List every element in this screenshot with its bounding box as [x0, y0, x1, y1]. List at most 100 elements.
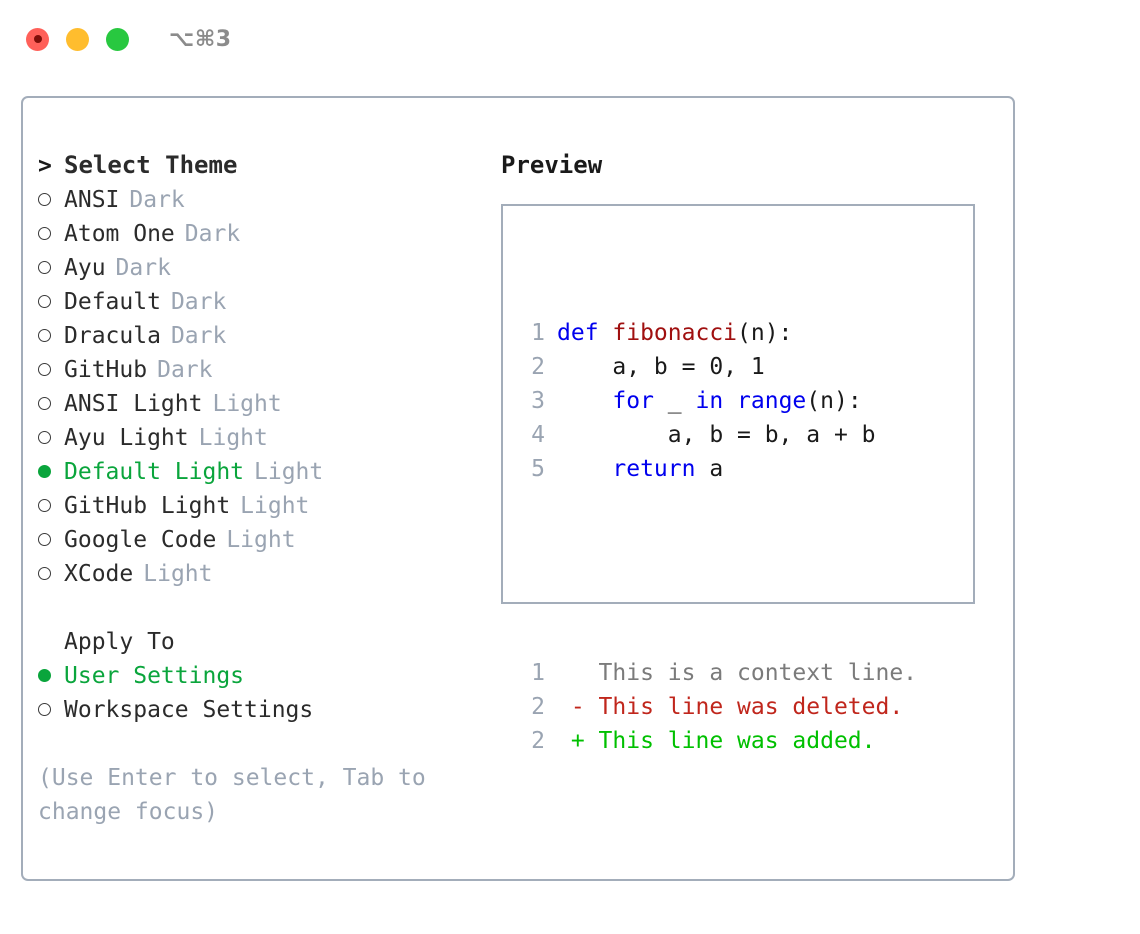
apply-to-item-label: User Settings	[64, 663, 245, 689]
code-token-fn: fibonacci	[612, 320, 738, 346]
theme-item-variant-tag: Dark	[170, 323, 227, 349]
radio-unselected-icon	[38, 227, 51, 240]
preview-title: Preview	[501, 151, 603, 179]
code-token-plain: a, b = b, a + b	[557, 422, 876, 448]
radio-unselected-icon	[38, 431, 51, 444]
theme-item-variant-tag: Light	[240, 493, 310, 519]
theme-item-variant-tag: Dark	[184, 221, 241, 247]
radio-unselected-icon	[38, 193, 51, 206]
code-line-text: a, b = b, a + b	[557, 418, 876, 452]
prompt-caret-icon: >	[38, 153, 52, 179]
theme-item-label: Google Code	[64, 527, 217, 553]
radio-marker	[38, 319, 64, 353]
theme-item-variant-tag: Light	[226, 527, 296, 553]
apply-to-item[interactable]: Workspace Settings	[38, 693, 498, 727]
radio-unselected-icon	[38, 567, 51, 580]
radio-marker	[38, 693, 64, 727]
theme-item-label: XCode	[64, 561, 134, 587]
radio-unselected-icon	[38, 329, 51, 342]
titlebar: ⌥⌘3	[0, 0, 1140, 78]
radio-marker	[38, 659, 64, 693]
code-token-plain: _	[653, 388, 696, 414]
apply-to-heading: Apply To	[64, 629, 175, 655]
radio-unselected-icon	[38, 703, 51, 716]
minimize-button-icon[interactable]	[66, 27, 89, 51]
theme-item-label: GitHub	[64, 357, 148, 383]
code-line-number: 2	[531, 354, 545, 380]
radio-marker	[38, 251, 64, 285]
theme-list-item[interactable]: Default Light Light	[38, 455, 498, 489]
diff-line-text: This is a context line.	[557, 660, 918, 686]
radio-unselected-icon	[38, 295, 51, 308]
diff-line-number: 2	[531, 694, 545, 720]
radio-marker	[38, 523, 64, 557]
radio-marker	[38, 421, 64, 455]
code-line-number: 5	[531, 456, 545, 482]
select-theme-heading-label: Select Theme	[64, 151, 238, 179]
theme-item-label: ANSI Light	[64, 391, 203, 417]
diff-line-text: + This line was added.	[557, 728, 876, 754]
diff-line-number: 2	[531, 728, 545, 754]
apply-to-item[interactable]: User Settings	[38, 659, 498, 693]
theme-list-item[interactable]: GitHub Light Light	[38, 489, 498, 523]
window-controls	[26, 27, 129, 51]
code-line: 2 a, b = 0, 1	[519, 350, 917, 384]
radio-unselected-icon	[38, 499, 51, 512]
diff-lines: 1 This is a context line. 2 - This line w…	[519, 656, 917, 758]
code-line: 5 return a	[519, 452, 917, 486]
theme-list-item[interactable]: Google Code Light	[38, 523, 498, 557]
diff-line-number: 1	[531, 660, 545, 686]
radio-marker	[38, 183, 64, 217]
radio-unselected-icon	[38, 533, 51, 546]
diff-line: 2 - This line was deleted.	[519, 690, 917, 724]
code-line-number: 1	[531, 320, 545, 346]
radio-marker	[38, 387, 64, 421]
theme-list-item[interactable]: Default Dark	[38, 285, 498, 319]
code-token-plain	[723, 388, 737, 414]
code-blank-line	[519, 554, 917, 588]
code-token-plain	[557, 456, 612, 482]
radio-unselected-icon	[38, 261, 51, 274]
radio-selected-icon	[38, 669, 51, 682]
code-token-plain	[557, 388, 612, 414]
theme-item-label: ANSI	[64, 187, 120, 213]
spacer	[38, 591, 498, 625]
code-token-plain: (n):	[737, 320, 793, 346]
code-line-number: 3	[531, 388, 545, 414]
diff-line-text: - This line was deleted.	[557, 694, 904, 720]
radio-marker	[38, 455, 64, 489]
theme-item-label: Default Light	[64, 459, 245, 485]
theme-item-variant-tag: Light	[254, 459, 324, 485]
theme-item-variant-tag: Dark	[170, 289, 227, 315]
maximize-button-icon[interactable]	[106, 27, 129, 51]
select-theme-heading: > Select Theme	[38, 148, 498, 183]
radio-marker	[38, 489, 64, 523]
code-line-text: return a	[557, 452, 723, 486]
code-token-kw: for	[612, 388, 654, 414]
apply-to-item-label: Workspace Settings	[64, 697, 314, 723]
code-line: 3 for _ in range(n):	[519, 384, 917, 418]
theme-item-label: Default	[64, 289, 161, 315]
code-token-kw: in	[695, 388, 724, 414]
theme-item-label: GitHub Light	[64, 493, 231, 519]
code-token-plain: a, b = 0, 1	[557, 354, 765, 380]
code-line-text: a, b = 0, 1	[557, 350, 765, 384]
radio-unselected-icon	[38, 363, 51, 376]
code-token-plain: a	[695, 456, 724, 482]
radio-marker	[38, 285, 64, 319]
close-button-icon[interactable]	[26, 27, 49, 51]
